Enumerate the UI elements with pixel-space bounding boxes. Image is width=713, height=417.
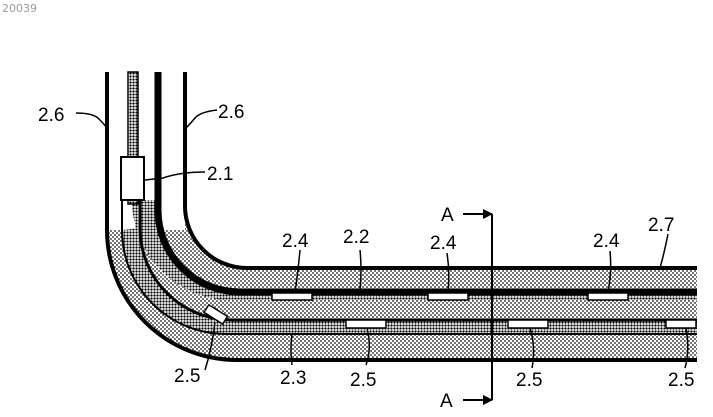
label-2-6-right: 2.6: [218, 102, 244, 123]
label-2-1: 2.1: [207, 164, 233, 185]
connector-box: [121, 157, 144, 200]
label-A-bottom: A: [440, 391, 453, 412]
label-2-4-c: 2.4: [593, 231, 620, 252]
label-2-5-r1: 2.5: [516, 370, 542, 391]
label-2-6-left: 2.6: [38, 105, 64, 126]
label-A-top: A: [441, 205, 454, 226]
label-2-5-left: 2.5: [174, 366, 200, 387]
label-2-4-b: 2.4: [430, 233, 457, 254]
label-2-2: 2.2: [343, 227, 369, 248]
leader-2-7: [660, 234, 668, 268]
spacer-lower-3: [508, 320, 548, 328]
spacer-2: [428, 293, 468, 300]
label-2-4-a: 2.4: [282, 231, 309, 252]
label-2-7: 2.7: [648, 215, 674, 236]
spacer-lower-4: [666, 320, 696, 328]
spacer-3: [588, 293, 628, 300]
spacer-1: [272, 293, 312, 300]
spacer-lower-2: [346, 320, 386, 328]
label-2-3: 2.3: [280, 368, 306, 389]
label-2-5-mid: 2.5: [350, 370, 376, 391]
figure-code: 20039: [2, 2, 37, 15]
leader-2-6-right: [186, 110, 217, 128]
leader-2-6-left: [76, 113, 107, 128]
label-2-5-r2: 2.5: [668, 370, 694, 391]
leader-2-1: [145, 172, 205, 180]
